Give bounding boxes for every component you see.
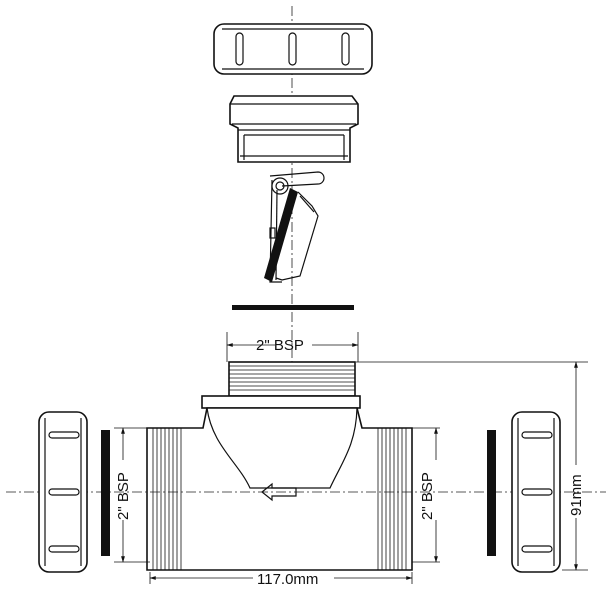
tee-body (146, 361, 413, 571)
left-seal-washer (101, 430, 110, 556)
seal-washer-top (232, 305, 354, 310)
top-insert-fitting (229, 95, 359, 163)
flap-valve (264, 171, 325, 283)
left-bsp-label: 2" BSP (115, 472, 132, 520)
height-dimension (356, 361, 588, 571)
right-seal-washer (487, 430, 496, 556)
top-bsp-label: 2" BSP (256, 337, 304, 354)
width-dimension-label: 117.0mm (257, 571, 318, 588)
left-bsp-dimension (114, 427, 150, 563)
width-dimension (149, 572, 413, 584)
right-compression-nut (511, 411, 561, 573)
top-thread (229, 365, 355, 391)
flap-seal (264, 188, 298, 282)
left-thread (152, 428, 182, 570)
left-compression-nut (38, 411, 88, 573)
top-compression-nut (213, 23, 373, 75)
right-thread (377, 428, 407, 570)
height-dimension-label: 91mm (568, 474, 585, 516)
right-bsp-label: 2" BSP (419, 472, 436, 520)
top-bsp-dimension (226, 332, 359, 362)
right-bsp-dimension (412, 427, 440, 563)
